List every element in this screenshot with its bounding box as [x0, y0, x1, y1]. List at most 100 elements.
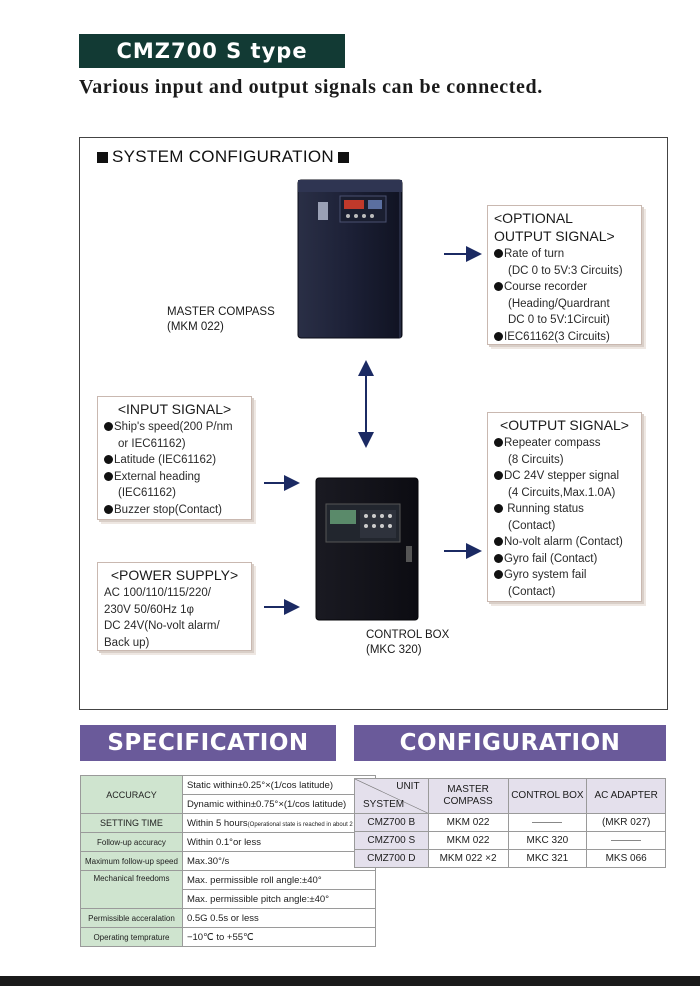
list-item: Gyro fail (Contact) [494, 551, 635, 568]
system-cell: CMZ700 S [354, 831, 429, 850]
list-item: Rate of turn [494, 246, 635, 263]
list-item-detail: or IEC61162) [118, 437, 186, 450]
table-cell: MKS 066 [586, 849, 666, 868]
column-header: AC ADAPTER [586, 778, 666, 814]
diagonal-divider-icon [355, 779, 428, 813]
spec-key: Maximum follow-up speed [80, 851, 183, 871]
table-row: Maximum follow-up speed Max.30°/s [80, 851, 377, 871]
spec-value: Within 5 hours [186, 817, 248, 829]
table-row: Permissible acceralation 0.5G 0.5s or le… [80, 908, 377, 928]
spec-value: Within 0.1°or less [181, 832, 377, 852]
power-supply-heading: <POWER SUPPLY> [110, 567, 239, 583]
list-item-detail: (8 Circuits) [508, 453, 564, 466]
system-configuration-title: SYSTEM CONFIGURATION [112, 147, 334, 166]
table-cell-empty [586, 831, 666, 850]
bullet-icon [104, 422, 113, 431]
table-row: Operating temprature −10℃ to +55℃ [80, 927, 377, 947]
bullet-icon [494, 438, 503, 447]
list-item: IEC61162(3 Circuits) [494, 329, 635, 346]
spec-key: SETTING TIME [80, 813, 183, 833]
control-box-image [315, 477, 419, 621]
spec-value-cell: Within 5 hours(Operational state is reac… [181, 813, 377, 833]
list-item: Running status [494, 501, 635, 518]
table-cell: MKC 320 [507, 831, 588, 850]
table-cell: MKM 022 [427, 813, 509, 832]
table-row: Follow-up accuracy Within 0.1°or less [80, 832, 377, 852]
system-cell: CMZ700 B [354, 813, 429, 832]
list-item-detail: (4 Circuits,Max.1.0A) [508, 486, 616, 499]
dash-icon [532, 821, 563, 823]
list-item: Buzzer stop(Contact) [104, 502, 245, 519]
bullet-icon [494, 331, 503, 341]
bullet-icon [104, 455, 113, 464]
spec-key: Permissible acceralation [80, 908, 183, 928]
optional-output-heading-1: <OPTIONAL [494, 210, 573, 226]
power-supply-line: Back up) [104, 636, 150, 649]
list-item: Gyro system fail [494, 567, 635, 584]
spec-value: 0.5G 0.5s or less [181, 908, 377, 928]
spec-value: Max. permissible pitch angle:±40° [181, 889, 377, 909]
table-row: Dynamic within±0.75°×(1/cos latitude) [81, 794, 377, 814]
power-supply-line: 230V 50/60Hz 1φ [104, 603, 194, 616]
spec-note: (Operational state is reached in about 2… [247, 821, 372, 828]
table-row: ACCURACY Static within±0.25°×(1/cos lati… [80, 775, 377, 814]
list-item: DC 24V stepper signal [494, 468, 635, 485]
control-box-name: CONTROL BOX [366, 629, 450, 641]
table-row: Max. permissible pitch angle:±40° [81, 889, 377, 909]
optional-output-heading-2: OUTPUT SIGNAL> [494, 228, 615, 244]
optional-output-signal-box: <OPTIONAL OUTPUT SIGNAL> Rate of turn (D… [487, 205, 642, 345]
list-item-detail: (Contact) [508, 585, 556, 598]
master-compass-name: MASTER COMPASS [167, 306, 275, 318]
corner-system-label: SYSTEM [363, 799, 405, 810]
spec-key: ACCURACY [80, 775, 183, 814]
spec-value: −10℃ to +55℃ [181, 927, 377, 947]
table-header-row: UNIT SYSTEM MASTER COMPASS CONTROL BOX A… [354, 778, 666, 814]
table-cell: MKM 022 ×2 [427, 849, 509, 868]
table-row: CMZ700 B MKM 022 (MKR 027) [354, 813, 666, 832]
corner-unit-label: UNIT [396, 781, 420, 792]
bullet-icon [494, 504, 503, 513]
product-title: CMZ700 S type [79, 34, 345, 68]
bullet-icon [104, 471, 113, 481]
page-bottom-bar [0, 976, 700, 986]
control-box-model: (MKC 320) [366, 644, 422, 656]
column-header: MASTER COMPASS [427, 778, 509, 814]
list-item: Latitude (IEC61162) [104, 452, 245, 469]
list-item: Repeater compass [494, 435, 635, 452]
square-bullet-icon [337, 151, 349, 163]
master-compass-label: MASTER COMPASS (MKM 022) [167, 305, 275, 335]
list-item: Ship's speed(200 P/nm [104, 419, 245, 436]
table-row: SETTING TIME Within 5 hours(Operational … [80, 813, 377, 833]
system-configuration-heading: SYSTEM CONFIGURATION [97, 147, 349, 167]
system-cell: CMZ700 D [354, 849, 429, 868]
specification-table: ACCURACY Static within±0.25°×(1/cos lati… [80, 775, 377, 947]
spec-value: Max.30°/s [181, 851, 377, 871]
bullet-icon [494, 537, 503, 546]
table-row: Mechanical freedoms Max. permissible rol… [80, 870, 377, 909]
list-item: No-volt alarm (Contact) [494, 534, 635, 551]
spec-key: Operating temprature [80, 927, 183, 947]
bullet-icon [494, 570, 503, 579]
bullet-icon [494, 471, 503, 480]
input-signal-heading: <INPUT SIGNAL> [117, 401, 232, 417]
table-cell: MKC 321 [507, 849, 588, 868]
table-row: CMZ700 D MKM 022 ×2 MKC 321 MKS 066 [354, 849, 666, 868]
spec-value: Static within±0.25°×(1/cos latitude) [181, 775, 377, 795]
table-cell: (MKR 027) [586, 813, 666, 832]
bullet-icon [104, 504, 113, 514]
spec-key: Follow-up accuracy [80, 832, 183, 852]
output-signal-box: <OUTPUT SIGNAL> Repeater compass (8 Circ… [487, 412, 642, 602]
configuration-heading: CONFIGURATION [354, 725, 666, 761]
spec-value: Max. permissible roll angle:±40° [181, 870, 377, 890]
control-box-label: CONTROL BOX (MKC 320) [366, 628, 449, 658]
table-row: CMZ700 S MKM 022 MKC 320 [354, 831, 666, 850]
spec-value: Dynamic within±0.75°×(1/cos latitude) [181, 794, 377, 814]
square-bullet-icon [97, 151, 108, 163]
input-signal-box: <INPUT SIGNAL> Ship's speed(200 P/nm or … [97, 396, 252, 520]
list-item-detail: (Contact) [508, 519, 556, 532]
specification-heading: SPECIFICATION [80, 725, 336, 761]
bullet-icon [494, 553, 503, 563]
dash-icon [611, 839, 642, 841]
configuration-table: UNIT SYSTEM MASTER COMPASS CONTROL BOX A… [354, 778, 666, 868]
master-compass-model: (MKM 022) [167, 321, 224, 333]
